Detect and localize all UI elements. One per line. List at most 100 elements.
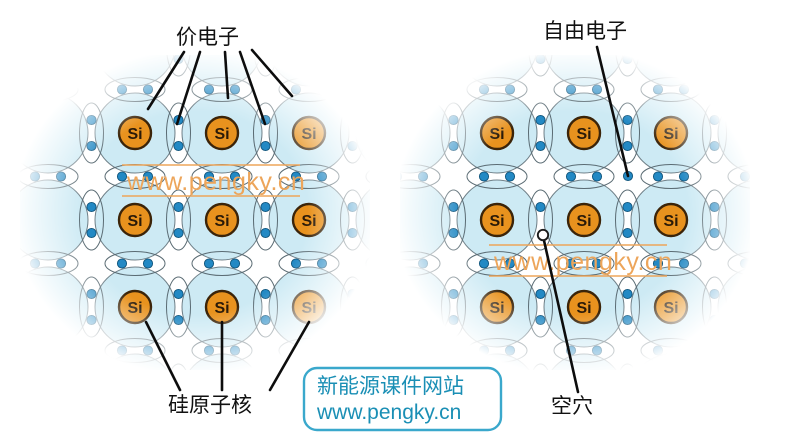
bond-ellipse-vertical: [441, 102, 466, 164]
atom-cloud: [457, 6, 537, 86]
atom-cloud: [182, 6, 262, 86]
valence-electron: [765, 84, 777, 95]
valence-electron: [478, 258, 490, 269]
silicon-nucleus: [479, 202, 515, 238]
atom-cloud: [370, 6, 450, 86]
valence-electron: [709, 227, 720, 239]
atom-cloud: [8, 267, 88, 347]
valence-electron: [591, 345, 603, 356]
silicon-nucleus-label: Si: [214, 300, 229, 317]
valence-electron: [591, 84, 603, 95]
bond-ellipse-horizontal: [640, 338, 702, 363]
valence-electron: [652, 258, 664, 269]
atom-shell: [717, 353, 799, 435]
valence-electron: [316, 345, 328, 356]
label-valence-electron: 价电子: [176, 26, 239, 49]
valence-electron: [86, 227, 97, 239]
valence-electron: [260, 27, 271, 39]
bond-ellipse-vertical: [340, 102, 365, 164]
silicon-nucleus-label: Si: [214, 213, 229, 230]
bond-ellipse-vertical: [441, 276, 466, 338]
watermark-text-right: www.pengky.cn: [493, 248, 672, 276]
atom-shell: [94, 5, 176, 87]
silicon-nucleus: [291, 202, 327, 238]
bond-ellipse-vertical: [702, 276, 727, 338]
valence-electron: [347, 53, 358, 65]
bond-ellipse-vertical: [166, 189, 191, 251]
silicon-nucleus: [653, 202, 689, 238]
logo-border: [302, 366, 503, 432]
silicon-nucleus-label: Si: [576, 126, 591, 143]
valence-electron: [347, 140, 358, 152]
atom-cloud: [718, 267, 798, 347]
valence-electron: [652, 171, 664, 182]
valence-electron: [709, 401, 720, 413]
valence-electron: [709, 201, 720, 213]
bond-ellipse-vertical: [166, 102, 191, 164]
callout-valence-electron: 价电子: [146, 26, 294, 126]
atom-shell: [630, 179, 712, 261]
bond-ellipse-vertical: [528, 15, 553, 77]
valence-electron: [765, 345, 777, 356]
bond-ellipse-horizontal: [466, 338, 528, 363]
valence-electron: [316, 258, 328, 269]
valence-electron-layer: [29, 27, 415, 413]
watermark-text-left: www.pengky.cn: [126, 168, 305, 196]
bond-ellipse-horizontal: [640, 164, 702, 189]
atom-cloud: [718, 354, 798, 434]
valence-electron: [347, 201, 358, 213]
valence-electron: [116, 258, 128, 269]
valence-electron: [535, 288, 546, 300]
leader-valence-1: [146, 50, 186, 111]
atom-shell: [181, 92, 263, 174]
label-silicon-nucleus: 硅原子核: [168, 394, 252, 417]
bond-ellipse-vertical: [528, 102, 553, 164]
valence-electron: [142, 345, 154, 356]
silicon-nucleus-label: Si: [127, 213, 142, 230]
valence-electron: [535, 401, 546, 413]
atom-shell: [456, 266, 538, 348]
valence-electron: [347, 227, 358, 239]
valence-electron: [29, 345, 41, 356]
atom-shell: [268, 179, 350, 261]
bond-ellipse-horizontal: [727, 251, 789, 276]
atom-shell: [94, 179, 176, 261]
silicon-nucleus-label: Si: [127, 126, 142, 143]
atom-shell: [456, 179, 538, 261]
valence-electron: [591, 171, 603, 182]
bond-ellipse-horizontal: [379, 164, 441, 189]
atom-shell: [181, 5, 263, 87]
valence-electron: [86, 53, 97, 65]
atom-shell: [630, 266, 712, 348]
atom-shell: [630, 92, 712, 174]
atom-shell: [369, 92, 451, 174]
atom-cloud: [95, 354, 175, 434]
valence-electron: [622, 375, 633, 387]
valence-electron: [565, 171, 577, 182]
valence-electron: [739, 345, 751, 356]
valence-electron: [116, 171, 128, 182]
bond-ellipse-vertical: [253, 363, 278, 425]
atom-cloud: [8, 93, 88, 173]
valence-electron: [448, 114, 459, 126]
atom-shell: [717, 179, 799, 261]
hole-marker: [536, 228, 550, 242]
bond-ellipse-vertical: [528, 189, 553, 251]
valence-electron: [260, 401, 271, 413]
atom-cloud: [8, 6, 88, 86]
valence-electron: [229, 171, 241, 182]
bond-ellipse-vertical: [702, 15, 727, 77]
valence-electron: [417, 171, 429, 182]
bond-ellipse-horizontal: [278, 251, 340, 276]
atom-cloud: [95, 6, 175, 86]
valence-electron: [86, 140, 97, 152]
atom-shell: [369, 179, 451, 261]
bond-ellipse-vertical: [615, 363, 640, 425]
silicon-nucleus: [566, 289, 602, 325]
silicon-nucleus-label: Si: [127, 300, 142, 317]
pengky-logo-box[interactable]: 新能源课件网站 www.pengky.cn: [302, 366, 503, 432]
valence-electron: [709, 375, 720, 387]
valence-electron: [622, 114, 633, 126]
